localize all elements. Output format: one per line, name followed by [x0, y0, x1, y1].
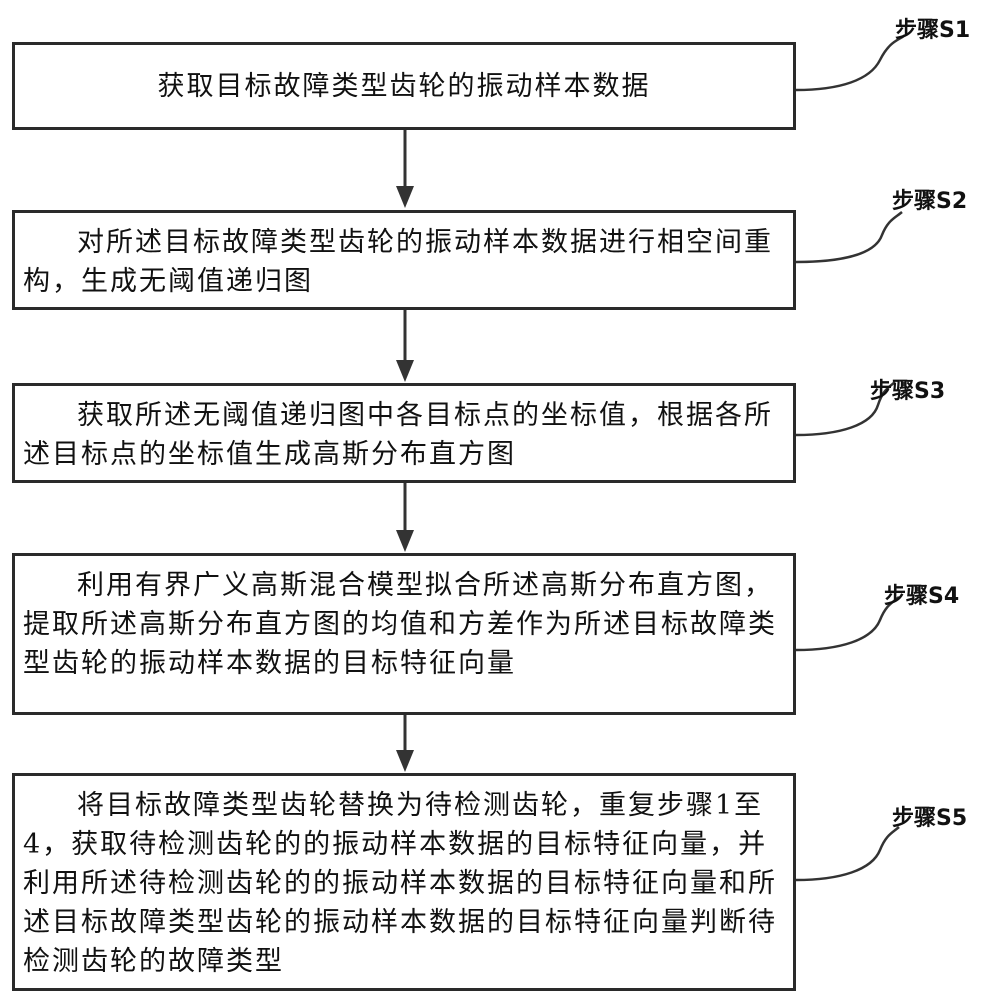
arrow-s1-s2-head — [396, 186, 414, 208]
step-box-s5: 将目标故障类型齿轮替换为待检测齿轮，重复步骤1至4，获取待检测齿轮的的振动样本数… — [12, 773, 796, 991]
leader-s5 — [796, 827, 899, 880]
step-label-s1: 步骤S1 — [895, 12, 970, 44]
step-box-s4: 利用有界广义高斯混合模型拟合所述高斯分布直方图，提取所述高斯分布直方图的均值和方… — [12, 553, 796, 715]
step-box-s1: 获取目标故障类型齿轮的振动样本数据 — [12, 42, 796, 130]
step-text-s3: 获取所述无阈值递归图中各目标点的坐标值，根据各所述目标点的坐标值生成高斯分布直方… — [23, 386, 783, 480]
step-label-s5: 步骤S5 — [892, 800, 967, 832]
leader-lines — [796, 35, 905, 880]
step-label-s3: 步骤S3 — [870, 373, 945, 405]
step-label-s4: 步骤S4 — [884, 578, 959, 610]
arrow-s3-s4-head — [396, 530, 414, 552]
arrow-s2-s3-head — [396, 360, 414, 382]
step-box-s3: 获取所述无阈值递归图中各目标点的坐标值，根据各所述目标点的坐标值生成高斯分布直方… — [12, 383, 796, 483]
step-box-s2: 对所述目标故障类型齿轮的振动样本数据进行相空间重构，生成无阈值递归图 — [12, 210, 796, 310]
arrow-s4-s5-head — [396, 750, 414, 772]
step-text-s4: 利用有界广义高斯混合模型拟合所述高斯分布直方图，提取所述高斯分布直方图的均值和方… — [23, 556, 783, 712]
step-text-s2: 对所述目标故障类型齿轮的振动样本数据进行相空间重构，生成无阈值递归图 — [23, 213, 783, 307]
leader-s2 — [796, 212, 902, 262]
step-text-s1: 获取目标故障类型齿轮的振动样本数据 — [15, 45, 793, 127]
step-text-s5: 将目标故障类型齿轮替换为待检测齿轮，重复步骤1至4，获取待检测齿轮的的振动样本数… — [23, 776, 783, 988]
leader-s1 — [796, 35, 905, 90]
step-label-s2: 步骤S2 — [892, 183, 967, 215]
